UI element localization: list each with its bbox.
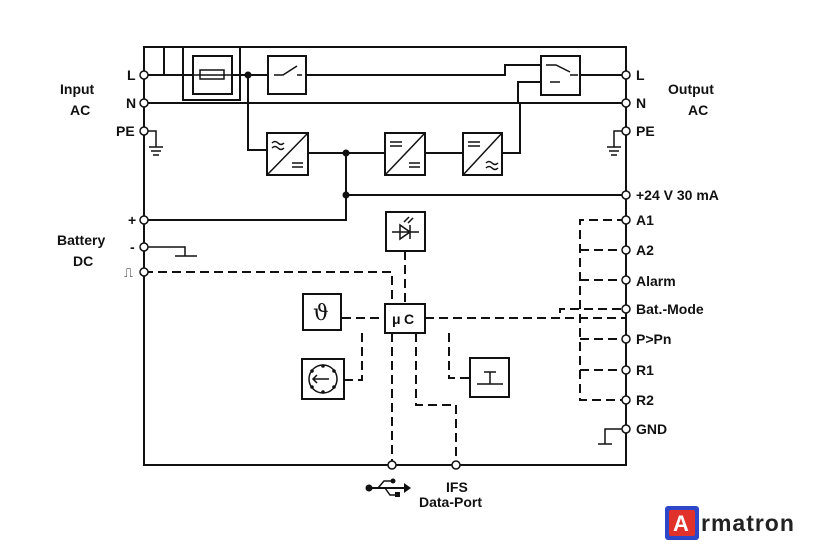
terminal-label-minus: - [130,239,135,255]
changeover-switch-icon [540,55,581,96]
rotary-switch-icon [301,358,345,400]
ifs-label: IFS [446,479,468,495]
push-button-icon [469,357,510,398]
terminal-label-a1: A1 [636,212,654,228]
terminal-label-24v: +24 V 30 mA [636,187,719,203]
logo-text: rmatron [701,510,795,536]
dc-dc-converter-icon [384,132,426,176]
ground-icon [607,130,622,156]
ground-icon [148,130,163,156]
terminal-label-PE-in: PE [116,123,135,139]
logo-letter: A [673,511,689,536]
terminal-label-gnd: GND [636,421,667,437]
led-icon [385,211,426,252]
ac-dc-converter-icon [266,132,309,176]
terminal-label-N-in: N [126,95,136,111]
c-symbol: C [404,311,414,327]
junction-dot [244,71,252,79]
output-title-ac: AC [688,102,708,118]
terminal-label-L-in: L [127,67,136,83]
mu-symbol: μ [392,311,401,327]
temperature-symbol: ϑ [313,301,329,326]
junction-dot [342,191,350,199]
terminal-label-PE-out: PE [636,123,655,139]
ground-icon [144,246,197,257]
device-enclosure [143,46,627,466]
battery-title: Battery [57,232,105,248]
terminal-label-N-out: N [636,95,646,111]
terminals [139,70,631,470]
output-title: Output [668,81,714,97]
data-port-label: Data-Port [419,494,482,510]
dc-ac-inverter-icon [462,132,503,176]
terminal-label-signal: ⎍ [124,266,133,281]
junction-dot [342,149,350,157]
usb-icon [365,478,411,497]
terminal-label-r1: R1 [636,362,654,378]
terminal-label-alarm: Alarm [636,273,676,289]
switch-icon [267,55,307,95]
terminal-label-bat-mode: Bat.-Mode [636,301,704,317]
fuse-icon [192,55,233,95]
input-title: Input [60,81,95,97]
terminal-label-plus: + [128,212,136,228]
terminal-label-a2: A2 [636,242,654,258]
ground-icon [598,428,626,445]
armatron-logo: A rmatron [665,506,795,540]
terminal-label-r2: R2 [636,392,654,408]
terminal-label-L-out: L [636,67,645,83]
signal-wiring [144,219,626,465]
terminal-label-p-pn: P>Pn [636,331,671,347]
battery-title-dc: DC [73,253,93,269]
microcontroller-block: μ C [384,303,426,334]
thermometer-icon: ϑ [302,293,342,331]
input-title-ac: AC [70,102,90,118]
